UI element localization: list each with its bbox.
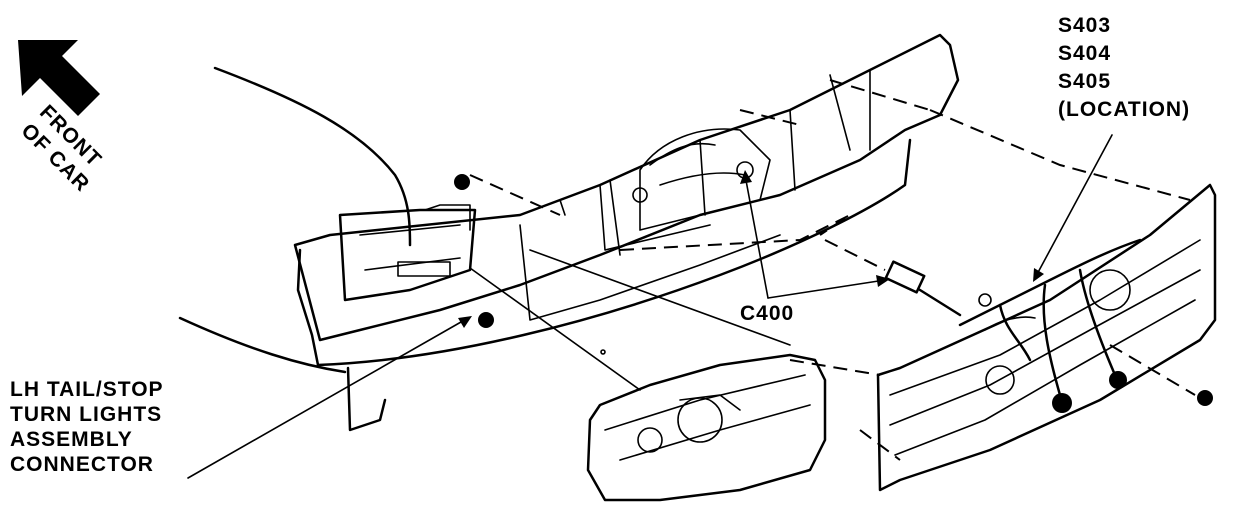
harness-wire-lower	[178, 316, 347, 374]
connector-c400-label: C400	[740, 302, 795, 325]
connector-c400-body	[884, 260, 962, 317]
rear-panel-body	[293, 33, 960, 432]
dashed-routing-lines	[469, 79, 1196, 461]
splice-s404: S404	[1058, 42, 1112, 65]
right-harness	[454, 174, 1213, 413]
callout-leaders	[187, 134, 1113, 479]
front-arrow-icon	[18, 40, 100, 116]
license-recess	[609, 128, 771, 256]
lh-lamp-opening	[338, 204, 477, 302]
lh-tail-lamp-assembly	[586, 353, 827, 502]
splice-location-note: (LOCATION)	[1058, 98, 1191, 121]
callout-arrowheads	[458, 170, 1044, 328]
rh-tail-lamp-assembly	[876, 183, 1217, 492]
lh-label-line-3: ASSEMBLY	[10, 428, 133, 451]
splice-s405: S405	[1058, 70, 1112, 93]
fastener-marks	[600, 161, 992, 355]
splice-location-label: S403 S404 S405 (LOCATION)	[1058, 12, 1190, 124]
harness-wire-upper	[213, 66, 412, 247]
splice-s403: S403	[1058, 14, 1112, 37]
lh-label-line-2: TURN LIGHTS	[10, 403, 163, 426]
lh-label-line-1: LH TAIL/STOP	[10, 378, 164, 401]
lh-label-line-4: CONNECTOR	[10, 453, 154, 476]
lh-tail-stop-connector-label: LH TAIL/STOP TURN LIGHTS ASSEMBLY CONNEC…	[10, 377, 164, 477]
